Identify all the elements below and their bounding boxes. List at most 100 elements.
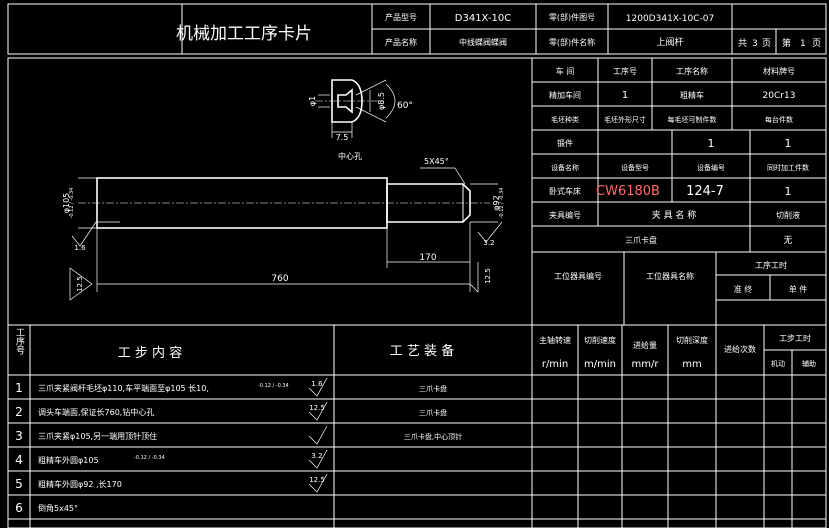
part-name-label: 零(部)件名称	[549, 37, 595, 47]
step-content: 三爪夹紧阀杆毛坯φ110,车平端面至φ105 长10,	[38, 383, 209, 393]
product-code-label: 产品型号	[385, 12, 417, 22]
depth-label: 切削深度	[676, 335, 708, 345]
coolant: 无	[783, 235, 792, 246]
dim-hole-dia: φ8.5	[377, 92, 386, 110]
equip-name-label: 设备名称	[551, 163, 579, 172]
step-equipment: 三爪卡盘,中心顶针	[404, 432, 462, 441]
equip-model-label: 设备型号	[621, 163, 649, 172]
product-name: 中线蝶阀蝶阀	[459, 37, 507, 47]
step-content: 三爪夹紧φ105,另一端用顶针顶住	[38, 431, 157, 441]
dim-step-length: 170	[419, 253, 436, 263]
page-prefix: 第	[782, 37, 791, 49]
body-frame	[7, 57, 827, 528]
card-title: 机械加工工序卡片	[176, 24, 312, 44]
step-equipment: 三爪卡盘	[419, 384, 447, 393]
step-content: 粗精车外圆φ105	[38, 455, 99, 465]
concurrent: 1	[785, 185, 792, 198]
blank-per: 1	[708, 137, 715, 150]
step-content: 倒角5x45°	[38, 503, 78, 513]
dim-large-dia: φ105	[62, 193, 71, 214]
step-no: 5	[15, 477, 23, 491]
feed-label: 进给量	[633, 340, 657, 350]
step-no: 6	[15, 501, 23, 515]
station-tool-no-label: 工位器具编号	[554, 271, 602, 281]
pieces: 1	[785, 137, 792, 150]
speed-unit: m/min	[584, 359, 616, 370]
page-no: 1	[800, 39, 806, 49]
process-time-label: 工序工时	[755, 260, 787, 270]
blank-type-label: 毛坯种类	[551, 115, 579, 124]
header-grid	[181, 4, 826, 54]
steps-grid	[8, 324, 826, 528]
dim-small-dia: φ1	[308, 96, 317, 106]
dim-step-dia: φ92	[492, 195, 501, 210]
blank-size-label: 毛坯外形尺寸	[604, 115, 646, 124]
step-tol: -0.12 / -0.34	[134, 455, 165, 461]
coolant-label: 切削液	[776, 210, 800, 220]
step-no: 4	[15, 453, 23, 467]
total-pages: 3	[752, 39, 758, 49]
page-unit-2: 页	[812, 38, 821, 49]
step-no-label: 工序号	[14, 328, 25, 356]
fixture-name: 三爪卡盘	[625, 235, 657, 245]
process-no-label: 工序号	[613, 66, 637, 76]
part-code: 1200D341X-10C-07	[626, 14, 714, 24]
dim-angle: 60°	[397, 101, 413, 111]
equip-model: CW6180B	[596, 184, 660, 199]
material-label: 材料牌号	[763, 66, 795, 76]
passes-label: 进给次数	[724, 344, 756, 354]
step-time-label: 工步工时	[779, 333, 811, 343]
roughness-left-face	[71, 221, 97, 247]
spindle-unit: r/min	[542, 359, 568, 370]
step-roughness: 3.2	[311, 452, 322, 460]
roughness-bottom-right	[469, 262, 479, 293]
step-equipment: 三爪卡盘	[419, 408, 447, 417]
product-name-label: 产品名称	[385, 37, 417, 47]
blank-per-label: 每毛坯可制件数	[668, 115, 717, 124]
roughness-right-face	[477, 221, 503, 243]
fixture-name-label: 夹 具 名 称	[652, 209, 697, 221]
product-code: D341X-10C	[455, 13, 511, 24]
process-name: 粗精车	[680, 90, 704, 100]
step-roughness: 12.5	[309, 404, 325, 412]
tol-large-dia: -0.12 / -0.34	[69, 188, 75, 219]
equip-no: 124-7	[686, 184, 724, 199]
step-roughness: 1.6	[311, 380, 323, 388]
part-code-label: 零(部)件图号	[549, 12, 595, 22]
tol-step-dia: -0.12 / -0.34	[499, 188, 505, 219]
equipment-label: 工 艺 装 备	[390, 343, 454, 359]
process-no: 1	[622, 90, 628, 101]
dim-total-length: 760	[271, 274, 288, 284]
spindle-label: 主轴转速	[539, 335, 571, 345]
rough-125b: 12.5	[484, 268, 492, 284]
machine-time-label: 机动	[771, 359, 785, 368]
center-hole-label: 中心孔	[338, 151, 362, 161]
aux-time-label: 辅助	[802, 359, 816, 368]
station-tool-name-label: 工位器具名称	[646, 271, 694, 281]
workshop-value: 精加车间	[549, 90, 581, 100]
step-no: 1	[15, 381, 23, 395]
roughness-symbols	[308, 377, 328, 493]
unit-time-label: 单 件	[789, 284, 808, 294]
shaft-drawing: φ1 φ8.5 60° 7.5 中心孔 5X45° φ105 -0.12 / -…	[62, 79, 505, 301]
blank-type: 锻件	[557, 138, 573, 148]
step-content: 粗精车外圆φ92 ,长170	[38, 479, 122, 489]
dim-length-75: 7.5	[336, 133, 349, 142]
equip-no-label: 设备编号	[697, 163, 725, 172]
rough-16: 1.6	[74, 244, 86, 252]
speed-label: 切削速度	[584, 335, 616, 345]
fixture-no-label: 夹具编号	[549, 210, 581, 220]
depth-unit: mm	[682, 359, 701, 370]
rough-125a: 12.5	[76, 276, 84, 292]
workshop-label: 车 间	[556, 66, 575, 76]
prep-time-label: 准 终	[734, 284, 753, 294]
feed-unit: mm/r	[632, 359, 660, 370]
step-roughness: 12.5	[309, 476, 325, 484]
step-no: 2	[15, 405, 23, 419]
process-name-label: 工序名称	[676, 66, 708, 76]
step-content-label: 工 步 内 容	[118, 345, 182, 361]
total-pages-prefix: 共	[738, 38, 747, 49]
info-grid	[531, 58, 826, 325]
